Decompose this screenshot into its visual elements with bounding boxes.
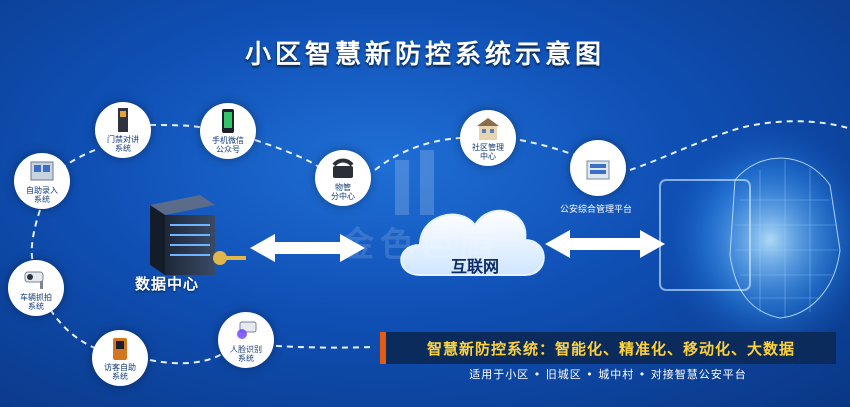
face-graphic xyxy=(659,120,850,360)
police-platform-label: 公安综合管理平台 xyxy=(560,205,633,215)
camera-icon xyxy=(24,271,44,289)
node-plate-capture: 车辆抓拍 系统 xyxy=(8,260,64,316)
feature-banner-text: 智慧新防控系统：智能化、精准化、移动化、大数据 xyxy=(426,339,795,358)
node-self-entry-label: 自助录入 系统 xyxy=(26,185,58,204)
arrow-right xyxy=(545,230,665,258)
building-icon xyxy=(477,117,499,140)
node-face-recognition-label: 人脸识别 系统 xyxy=(230,344,262,363)
node-property: 物管 分中心 xyxy=(315,150,371,206)
server-graphic xyxy=(150,195,246,275)
page-title: 小区智慧新防控系统示意图 xyxy=(244,40,605,70)
kiosk-icon xyxy=(30,161,54,180)
visitor-terminal-icon xyxy=(113,337,127,360)
applicability-text: 适用于小区 • 旧城区 • 城中村 • 对接智慧公安平台 xyxy=(469,368,747,381)
node-property-label: 物管 分中心 xyxy=(331,182,355,201)
node-police-platform xyxy=(570,140,626,196)
feature-banner: 智慧新防控系统：智能化、精准化、移动化、大数据 xyxy=(380,332,836,364)
node-community-center-label: 社区管理 中心 xyxy=(472,142,504,161)
node-self-entry: 自助录入 系统 xyxy=(14,153,70,209)
internet-label: 互联网 xyxy=(450,257,499,276)
node-plate-capture-label: 车辆抓拍 系统 xyxy=(20,292,52,311)
arrow-left xyxy=(250,234,365,262)
smartphone-icon xyxy=(222,108,234,133)
intercom-panel-icon xyxy=(118,107,128,132)
node-community-center: 社区管理 中心 xyxy=(460,110,516,166)
node-access-intercom-label: 门禁对讲 系统 xyxy=(107,134,139,153)
watermark-text: 金色巨腾 xyxy=(340,225,500,265)
telephone-icon xyxy=(332,158,354,178)
node-wechat: 手机微信 公众号 xyxy=(200,103,256,159)
face-camera-icon xyxy=(237,321,257,339)
cloud-graphic xyxy=(400,209,545,276)
node-wechat-label: 手机微信 公众号 xyxy=(212,135,244,154)
data-center-label: 数据中心 xyxy=(135,275,200,293)
node-face-recognition: 人脸识别 系统 xyxy=(218,312,274,368)
police-building-icon xyxy=(586,160,610,180)
node-access-intercom: 门禁对讲 系统 xyxy=(95,102,151,158)
node-visitor-self: 访客自助 系统 xyxy=(92,330,148,386)
node-visitor-self-label: 访客自助 系统 xyxy=(104,362,136,381)
watermark-logo xyxy=(395,150,434,215)
